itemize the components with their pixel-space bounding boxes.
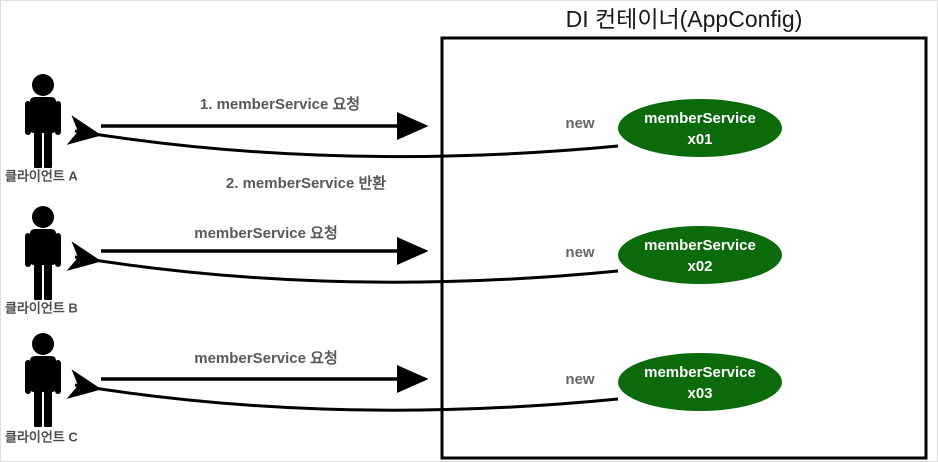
bean-ellipse-b[interactable]	[618, 226, 782, 284]
bean-id-a: x01	[687, 131, 712, 148]
bean-id-c: x03	[687, 385, 712, 402]
client-label-a: 클라이언트 A	[5, 168, 78, 183]
person-icon-c	[25, 333, 61, 427]
person-icon-a	[25, 74, 61, 168]
bean-ellipse-a[interactable]	[618, 99, 782, 157]
client-label-c: 클라이언트 C	[5, 429, 78, 444]
bean-id-b: x02	[687, 258, 712, 275]
new-label-a: new	[565, 115, 595, 132]
new-label-b: new	[565, 244, 595, 261]
return-arrow-b	[66, 241, 619, 284]
bean-name-b: memberService	[644, 237, 756, 254]
client-row-a: 클라이언트 A 1. memberService 요청 2. memberSer…	[5, 74, 782, 192]
return-arrow-c	[66, 369, 619, 412]
client-label-b: 클라이언트 B	[5, 300, 78, 315]
return-label-a: 2. memberService 반환	[226, 174, 386, 192]
bean-name-a: memberService	[644, 110, 756, 127]
container-title: DI 컨테이너(AppConfig)	[566, 6, 803, 32]
bean-ellipse-c[interactable]	[618, 353, 782, 411]
person-icon-b	[25, 206, 61, 300]
request-label-b: memberService 요청	[194, 225, 338, 242]
bean-name-c: memberService	[644, 364, 756, 381]
request-label-a: 1. memberService 요청	[200, 96, 360, 113]
request-label-c: memberService 요청	[194, 350, 338, 367]
client-row-b: 클라이언트 B memberService 요청 new memberServi…	[5, 206, 782, 315]
di-container-box	[440, 36, 928, 460]
client-row-c: 클라이언트 C memberService 요청 new memberServi…	[5, 333, 782, 444]
new-label-c: new	[565, 371, 595, 388]
return-arrow-a	[66, 115, 619, 159]
